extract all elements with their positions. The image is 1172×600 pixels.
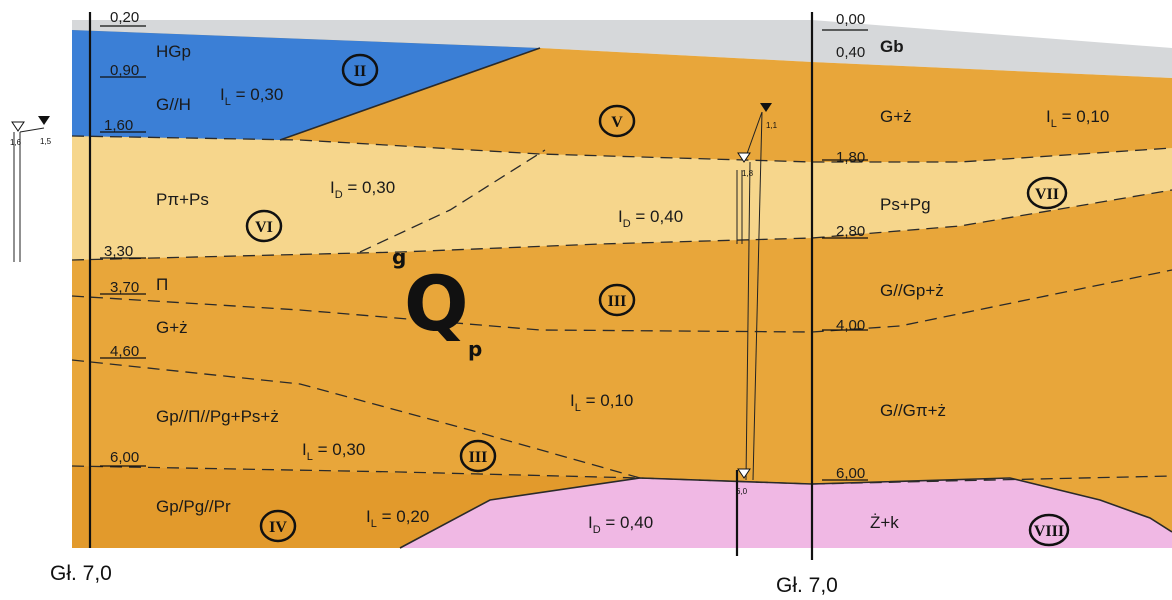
layer-id-viii: VIII [1028, 513, 1070, 547]
param-id-040-low: ID = 0,40 [588, 513, 653, 536]
soil-gb: Gb [880, 37, 904, 56]
svg-text:II: II [354, 63, 366, 80]
layer-id-iv: IV [259, 509, 297, 543]
param-il-020: IL = 0,20 [366, 507, 429, 530]
soil-pi: Π [156, 275, 168, 294]
layer-id-iii-b: III [459, 439, 497, 473]
borehole-left-depth: Gł. 7,0 [50, 562, 112, 585]
param-il-010-mid: IL = 0,10 [570, 391, 633, 414]
strat-prefix-g: g [392, 245, 406, 269]
strat-symbol-q: Q [404, 259, 469, 348]
depth-right-4-00: 4,00 [836, 317, 865, 334]
soil-gp-pg-pr: Gp/Pg//Pr [156, 497, 231, 516]
depth-ticks [100, 25, 868, 481]
depth-left-0-20: 0,20 [110, 9, 139, 26]
depth-left-3-70: 3,70 [110, 279, 139, 296]
param-il-010-top: IL = 0,10 [1046, 107, 1109, 130]
svg-text:V: V [611, 114, 623, 131]
depth-right-1-80: 1,80 [836, 149, 865, 166]
param-il-030-top: IL = 0,30 [220, 85, 283, 108]
solid-boundaries [279, 47, 1172, 549]
boreholes [88, 12, 814, 560]
borehole-right-depth: Gł. 7,0 [776, 574, 838, 597]
layer-sand [72, 136, 1172, 260]
soil-gz-right: G+ż [880, 107, 912, 126]
depth-right-6-00: 6,00 [836, 465, 865, 482]
water-level-open-middle [737, 152, 751, 163]
piezo-mid-mark-2: 1,8 [742, 169, 754, 178]
svg-text:III: III [469, 449, 488, 466]
piezo-left-mark-2: 1,5 [40, 137, 52, 146]
depth-left-4-60: 4,60 [110, 343, 139, 360]
layer-topsoil [72, 20, 1172, 78]
layer-id-iii-a: III [598, 283, 636, 317]
boundary-lines [71, 135, 1172, 485]
depth-left-6-00: 6,00 [110, 449, 139, 466]
soil-zk: Ż+k [870, 513, 899, 532]
depth-left-3-30: 3,30 [104, 243, 133, 260]
depth-right-0-00: 0,00 [836, 11, 865, 28]
piezo-left-mark-1: 1,6 [10, 138, 22, 147]
piezometer-left [13, 127, 45, 262]
depth-left-0-90: 0,90 [110, 62, 139, 79]
layer-id-vi: VI [245, 209, 283, 243]
svg-text:III: III [608, 293, 627, 310]
water-level-filled-middle [760, 103, 772, 112]
piezo-mid-mark-3: 6,0 [736, 487, 748, 496]
svg-text:VIII: VIII [1034, 523, 1064, 540]
layer-id-v: V [598, 104, 636, 138]
param-id-040-mid: ID = 0,40 [618, 207, 683, 230]
soil-g-gpz: G//Gp+ż [880, 281, 944, 300]
water-level-open-bottom [737, 468, 751, 479]
piezo-mid-mark-1: 1,1 [766, 121, 778, 130]
layer-peat [72, 30, 540, 140]
soil-ps-pg: Ps+Pg [880, 195, 931, 214]
layer-gravel [400, 478, 1172, 548]
param-id-030: ID = 0,30 [330, 178, 395, 201]
strat-sub-p: p [468, 337, 482, 361]
water-level-symbol-filled [38, 116, 50, 125]
svg-text:VI: VI [255, 219, 273, 236]
water-level-symbol-open [11, 121, 25, 132]
param-il-030-low: IL = 0,30 [302, 440, 365, 463]
depth-left-1-60: 1,60 [104, 117, 133, 134]
soil-gz-left: G+ż [156, 318, 188, 337]
svg-text:VII: VII [1035, 186, 1059, 203]
layer-id-ii: II [341, 53, 379, 87]
soil-hgp: HGp [156, 42, 191, 61]
soil-g-gpiz: G//Gπ+ż [880, 401, 946, 420]
soil-gh: G//H [156, 95, 191, 114]
svg-text:IV: IV [269, 519, 287, 536]
depth-right-2-80: 2,80 [836, 223, 865, 240]
soil-ppi-ps: Pπ+Ps [156, 190, 209, 209]
layer-id-vii: VII [1026, 176, 1068, 210]
depth-right-0-40: 0,40 [836, 44, 865, 61]
soil-gp-mix: Gp//Π//Pg+Ps+ż [156, 407, 279, 426]
